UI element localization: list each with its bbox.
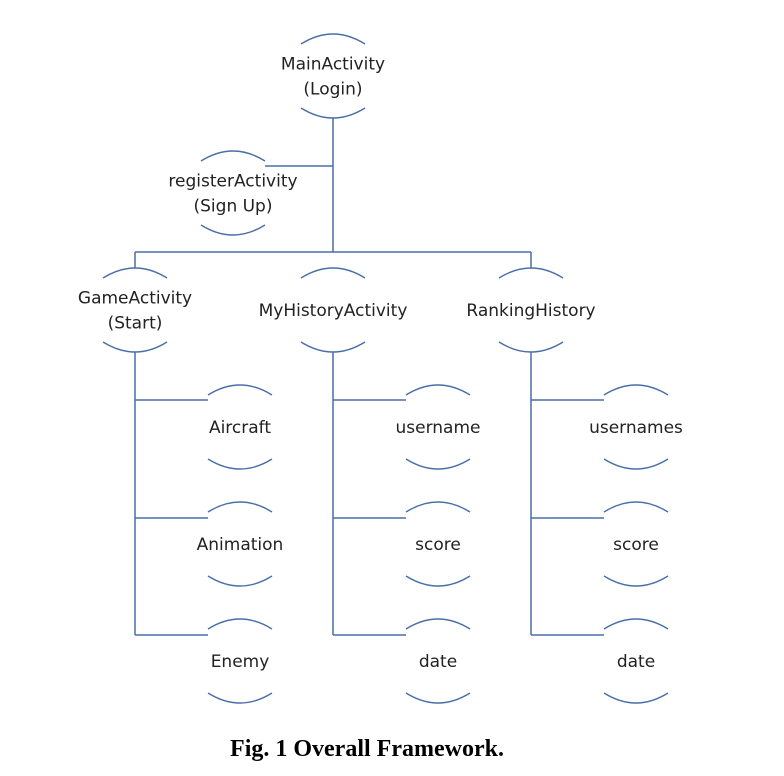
node-r2-bottom-arc bbox=[603, 575, 669, 587]
node-myhistory-label-0: MyHistoryActivity bbox=[259, 301, 408, 321]
node-m3: date bbox=[405, 618, 471, 704]
node-g2-label-0: Animation bbox=[197, 535, 284, 555]
node-r2: score bbox=[603, 501, 669, 587]
node-register-label-0: registerActivity bbox=[168, 172, 297, 192]
node-r1: usernames bbox=[589, 384, 683, 470]
node-g1-top-arc bbox=[207, 384, 273, 396]
node-m3-bottom-arc bbox=[405, 692, 471, 704]
figure-caption: Fig. 1 Overall Framework. bbox=[230, 736, 504, 762]
node-game-label-1: (Start) bbox=[108, 314, 163, 334]
node-myhistory: MyHistoryActivity bbox=[259, 267, 408, 353]
node-ranking-bottom-arc bbox=[498, 341, 564, 353]
node-r1-bottom-arc bbox=[603, 458, 669, 470]
node-g1-bottom-arc bbox=[207, 458, 273, 470]
node-g3-label-0: Enemy bbox=[211, 652, 270, 672]
node-g3-bottom-arc bbox=[207, 692, 273, 704]
node-main-bottom-arc bbox=[300, 107, 366, 119]
node-m2: score bbox=[405, 501, 471, 587]
node-r2-label-0: score bbox=[613, 535, 659, 555]
node-ranking: RankingHistory bbox=[466, 267, 596, 353]
node-r2-top-arc bbox=[603, 501, 669, 513]
node-myhistory-top-arc bbox=[300, 267, 366, 279]
node-m1: username bbox=[396, 384, 481, 470]
node-game-top-arc bbox=[102, 267, 168, 279]
node-m2-label-0: score bbox=[415, 535, 461, 555]
node-r3: date bbox=[603, 618, 669, 704]
node-ranking-top-arc bbox=[498, 267, 564, 279]
node-r3-label-0: date bbox=[617, 652, 655, 672]
node-g3-top-arc bbox=[207, 618, 273, 630]
node-r1-label-0: usernames bbox=[589, 418, 683, 438]
node-r1-top-arc bbox=[603, 384, 669, 396]
node-m1-top-arc bbox=[405, 384, 471, 396]
node-main: MainActivity (Login) bbox=[281, 33, 385, 119]
node-main-label-1: (Login) bbox=[303, 80, 362, 100]
node-register-bottom-arc bbox=[200, 224, 266, 236]
node-m2-top-arc bbox=[405, 501, 471, 513]
connectors bbox=[134, 118, 604, 636]
node-game: GameActivity (Start) bbox=[78, 267, 192, 353]
node-ranking-label-0: RankingHistory bbox=[466, 301, 595, 321]
nodes: MainActivity (Login) registerActivity (Sign… bbox=[78, 33, 683, 704]
node-r3-bottom-arc bbox=[603, 692, 669, 704]
node-register: registerActivity (Sign Up) bbox=[168, 150, 298, 236]
node-main-top-arc bbox=[300, 33, 366, 45]
node-g2-top-arc bbox=[207, 501, 273, 513]
node-m1-bottom-arc bbox=[405, 458, 471, 470]
node-register-top-arc bbox=[200, 150, 266, 162]
node-g1: Aircraft bbox=[207, 384, 273, 470]
node-m1-label-0: username bbox=[396, 418, 481, 438]
node-g2-bottom-arc bbox=[207, 575, 273, 587]
node-g3: Enemy bbox=[207, 618, 273, 704]
node-m2-bottom-arc bbox=[405, 575, 471, 587]
node-m3-top-arc bbox=[405, 618, 471, 630]
node-g1-label-0: Aircraft bbox=[209, 418, 271, 438]
node-game-label-0: GameActivity bbox=[78, 289, 192, 309]
node-m3-label-0: date bbox=[419, 652, 457, 672]
node-main-label-0: MainActivity bbox=[281, 55, 385, 75]
node-register-label-1: (Sign Up) bbox=[194, 197, 273, 217]
node-game-bottom-arc bbox=[102, 341, 168, 353]
node-r3-top-arc bbox=[603, 618, 669, 630]
node-g2: Animation bbox=[197, 501, 284, 587]
node-myhistory-bottom-arc bbox=[300, 341, 366, 353]
